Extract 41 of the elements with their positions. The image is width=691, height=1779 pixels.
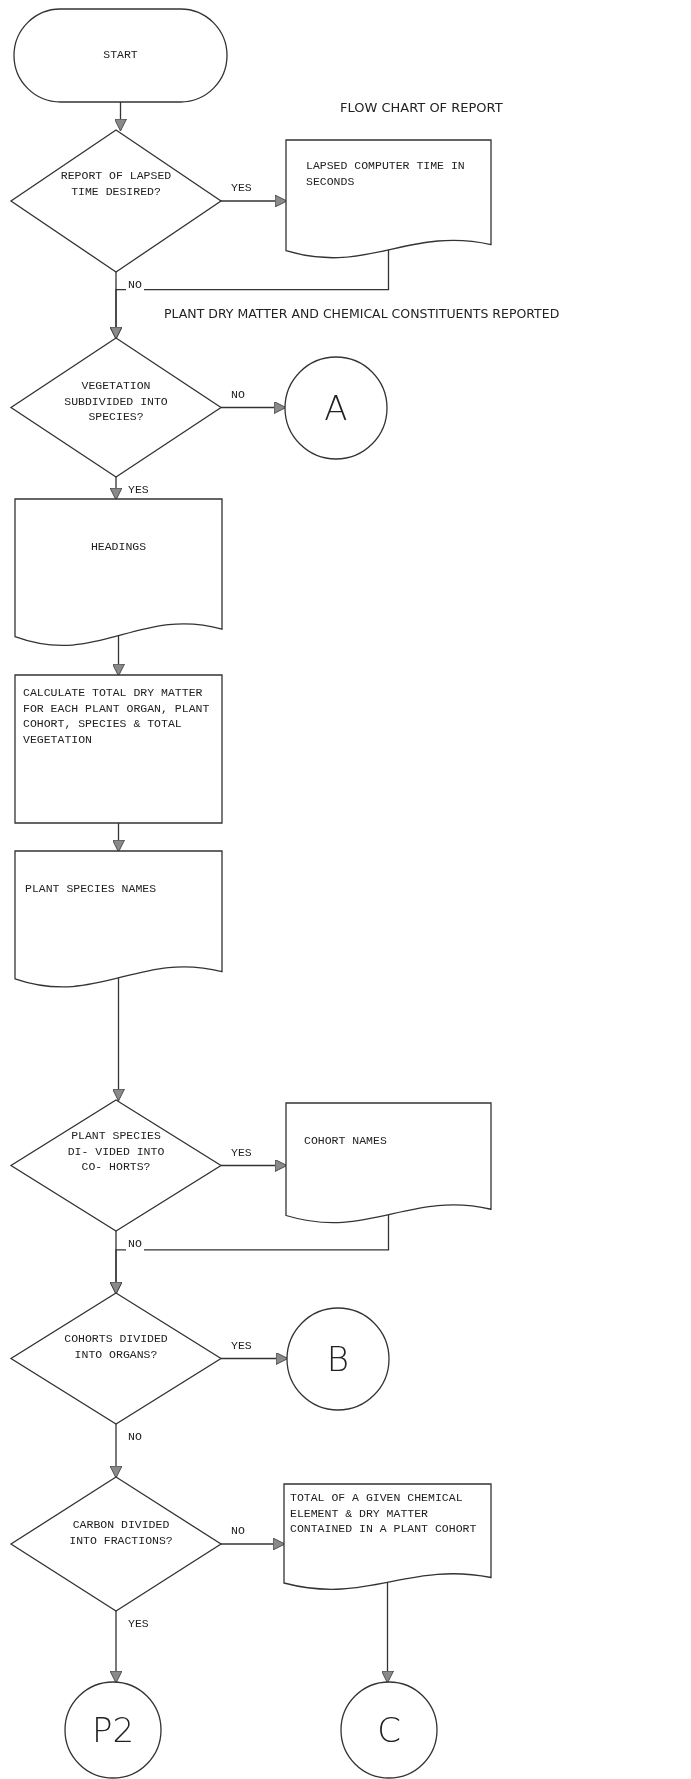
document-text: COHORT NAMES bbox=[304, 1133, 388, 1149]
process-box bbox=[15, 675, 222, 823]
arrow bbox=[109, 1423, 123, 1479]
arrow bbox=[112, 977, 125, 1102]
document-text: HEADINGS bbox=[89, 539, 148, 555]
decision-text: COHORTS DIVIDED INTO ORGANS? bbox=[63, 1331, 169, 1363]
decision-diamond bbox=[11, 1100, 221, 1231]
document-text: PLANT SPECIES NAMES bbox=[25, 881, 158, 897]
terminal-text: START bbox=[102, 47, 139, 63]
arrow bbox=[109, 476, 123, 501]
arrow bbox=[109, 1214, 390, 1295]
connector-label: P2 bbox=[90, 1710, 136, 1750]
connector-label: B bbox=[325, 1339, 351, 1379]
edge-label: NO bbox=[126, 1237, 144, 1251]
start-terminal bbox=[14, 9, 227, 102]
document-text: LAPSED COMPUTER TIME IN SECONDS bbox=[306, 158, 466, 190]
connector-circle bbox=[285, 357, 387, 459]
decision-text: CARBON DIVIDED INTO FRACTIONS? bbox=[68, 1517, 174, 1549]
arrow bbox=[112, 822, 125, 853]
arrow bbox=[220, 401, 287, 414]
connector-circle bbox=[65, 1682, 161, 1778]
decision-diamond bbox=[11, 1293, 221, 1424]
decision-text: REPORT OF LAPSED TIME DESIRED? bbox=[59, 168, 173, 200]
chart-title: FLOW CHART OF REPORT bbox=[340, 100, 503, 115]
arrow bbox=[109, 249, 390, 340]
arrow bbox=[114, 101, 127, 132]
connector-label: A bbox=[323, 388, 349, 428]
decision-text: VEGETATION SUBDIVIDED INTO SPECIES? bbox=[63, 378, 169, 425]
process-text: CALCULATE TOTAL DRY MATTER FOR EACH PLANT ORGAN, PLANT COHORT, SPECIES & TOTAL VEGETATION bbox=[23, 685, 211, 748]
decision-diamond bbox=[11, 1477, 221, 1611]
connector-circle bbox=[341, 1682, 437, 1778]
arrow bbox=[220, 1352, 289, 1365]
arrow bbox=[112, 635, 125, 677]
decision-diamond bbox=[11, 338, 221, 477]
connector-circle bbox=[287, 1308, 389, 1410]
decision-diamond bbox=[11, 130, 221, 272]
note-text: PLANT DRY MATTER AND CHEMICAL CONSTITUENTS REPORTED bbox=[164, 306, 560, 321]
edge-label: NO bbox=[126, 278, 144, 292]
connector-label: C bbox=[376, 1710, 402, 1750]
decision-text: PLANT SPECIES DI- VIDED INTO CO- HORTS? bbox=[66, 1128, 166, 1175]
document-text: TOTAL OF A GIVEN CHEMICAL ELEMENT & DRY MATTER CONTAINED IN A PLANT COHORT bbox=[290, 1490, 478, 1537]
